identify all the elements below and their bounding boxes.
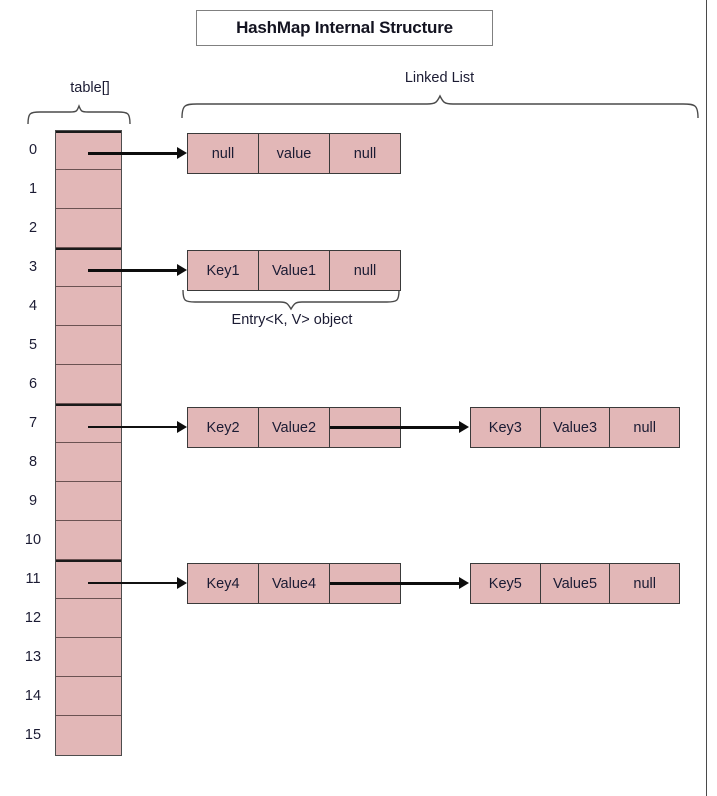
entry-value-cell: Value3 bbox=[540, 408, 611, 447]
entry-next-cell: null bbox=[610, 564, 680, 603]
table-array-brace bbox=[27, 104, 131, 125]
bucket-11-next-link-line bbox=[330, 582, 460, 585]
entry-node-bucket-0-0[interactable]: null value null bbox=[187, 133, 401, 174]
table-slot-5[interactable] bbox=[56, 326, 121, 365]
table-index-1: 1 bbox=[28, 181, 38, 197]
table-slot-0[interactable] bbox=[56, 131, 121, 170]
entry-key-cell: Key2 bbox=[188, 408, 259, 447]
entry-node-bucket-11-0[interactable]: Key4 Value4 bbox=[187, 563, 401, 604]
table-slot-12[interactable] bbox=[56, 599, 121, 638]
table-index-11: 11 bbox=[25, 571, 41, 587]
entry-value-cell: Value4 bbox=[259, 564, 330, 603]
table-index-8: 8 bbox=[28, 454, 38, 470]
table-index-9: 9 bbox=[28, 493, 38, 509]
table-slot-14[interactable] bbox=[56, 677, 121, 716]
entry-node-bucket-7-1[interactable]: Key3 Value3 null bbox=[470, 407, 680, 448]
entry-object-label: Entry<K, V> object bbox=[231, 312, 353, 328]
bucket-7-arrowhead bbox=[177, 421, 187, 433]
table-index-10: 10 bbox=[24, 532, 42, 548]
table-index-5: 5 bbox=[28, 337, 38, 353]
table-slot-1[interactable] bbox=[56, 170, 121, 209]
table-index-4: 4 bbox=[28, 298, 38, 314]
table-slot-9[interactable] bbox=[56, 482, 121, 521]
bucket-11-next-arrowhead bbox=[459, 577, 469, 589]
linked-list-label: Linked List bbox=[404, 70, 475, 86]
entry-key-cell: Key4 bbox=[188, 564, 259, 603]
bucket-3-arrowhead bbox=[177, 264, 187, 276]
table-index-15: 15 bbox=[24, 727, 42, 743]
bucket-11-arrowhead bbox=[177, 577, 187, 589]
table-index-0: 0 bbox=[28, 142, 38, 158]
table-index-3: 3 bbox=[28, 259, 38, 275]
table-index-2: 2 bbox=[28, 220, 38, 236]
bucket-table-array bbox=[55, 130, 122, 756]
diagram-title: HashMap Internal Structure bbox=[236, 18, 453, 37]
entry-key-cell: null bbox=[188, 134, 259, 173]
entry-next-cell: null bbox=[330, 251, 400, 290]
entry-key-cell: Key3 bbox=[471, 408, 541, 447]
entry-value-cell: Value2 bbox=[259, 408, 330, 447]
entry-node-bucket-7-0[interactable]: Key2 Value2 bbox=[187, 407, 401, 448]
page-edge-rule bbox=[706, 0, 707, 796]
table-slot-13[interactable] bbox=[56, 638, 121, 677]
table-slot-6[interactable] bbox=[56, 365, 121, 404]
table-index-13: 13 bbox=[24, 649, 42, 665]
entry-node-bucket-11-1[interactable]: Key5 Value5 null bbox=[470, 563, 680, 604]
entry-next-cell: null bbox=[610, 408, 680, 447]
entry-key-cell: Key5 bbox=[471, 564, 541, 603]
bucket-0-arrowhead bbox=[177, 147, 187, 159]
table-index-12: 12 bbox=[24, 610, 42, 626]
entry-value-cell: Value5 bbox=[540, 564, 611, 603]
linked-list-brace bbox=[181, 94, 699, 119]
table-slot-8[interactable] bbox=[56, 443, 121, 482]
table-index-7: 7 bbox=[28, 415, 38, 431]
table-slot-4[interactable] bbox=[56, 287, 121, 326]
entry-object-brace bbox=[182, 289, 400, 311]
bucket-0-arrow-line bbox=[88, 152, 178, 155]
table-index-6: 6 bbox=[28, 376, 38, 392]
entry-value-cell: value bbox=[259, 134, 330, 173]
table-array-label: table[] bbox=[70, 80, 110, 96]
entry-next-cell: null bbox=[330, 134, 400, 173]
bucket-7-next-arrowhead bbox=[459, 421, 469, 433]
bucket-7-next-link-line bbox=[330, 426, 460, 429]
table-slot-10[interactable] bbox=[56, 521, 121, 560]
bucket-11-arrow-line bbox=[88, 582, 178, 584]
entry-value-cell: Value1 bbox=[259, 251, 330, 290]
table-slot-3[interactable] bbox=[56, 248, 121, 287]
table-index-14: 14 bbox=[24, 688, 42, 704]
diagram-title-box: HashMap Internal Structure bbox=[196, 10, 493, 46]
table-slot-11[interactable] bbox=[56, 560, 121, 599]
entry-node-bucket-3-0[interactable]: Key1 Value1 null bbox=[187, 250, 401, 291]
table-slot-2[interactable] bbox=[56, 209, 121, 248]
table-slot-15[interactable] bbox=[56, 716, 121, 755]
table-slot-7[interactable] bbox=[56, 404, 121, 443]
bucket-7-arrow-line bbox=[88, 426, 178, 428]
bucket-3-arrow-line bbox=[88, 269, 178, 272]
entry-key-cell: Key1 bbox=[188, 251, 259, 290]
